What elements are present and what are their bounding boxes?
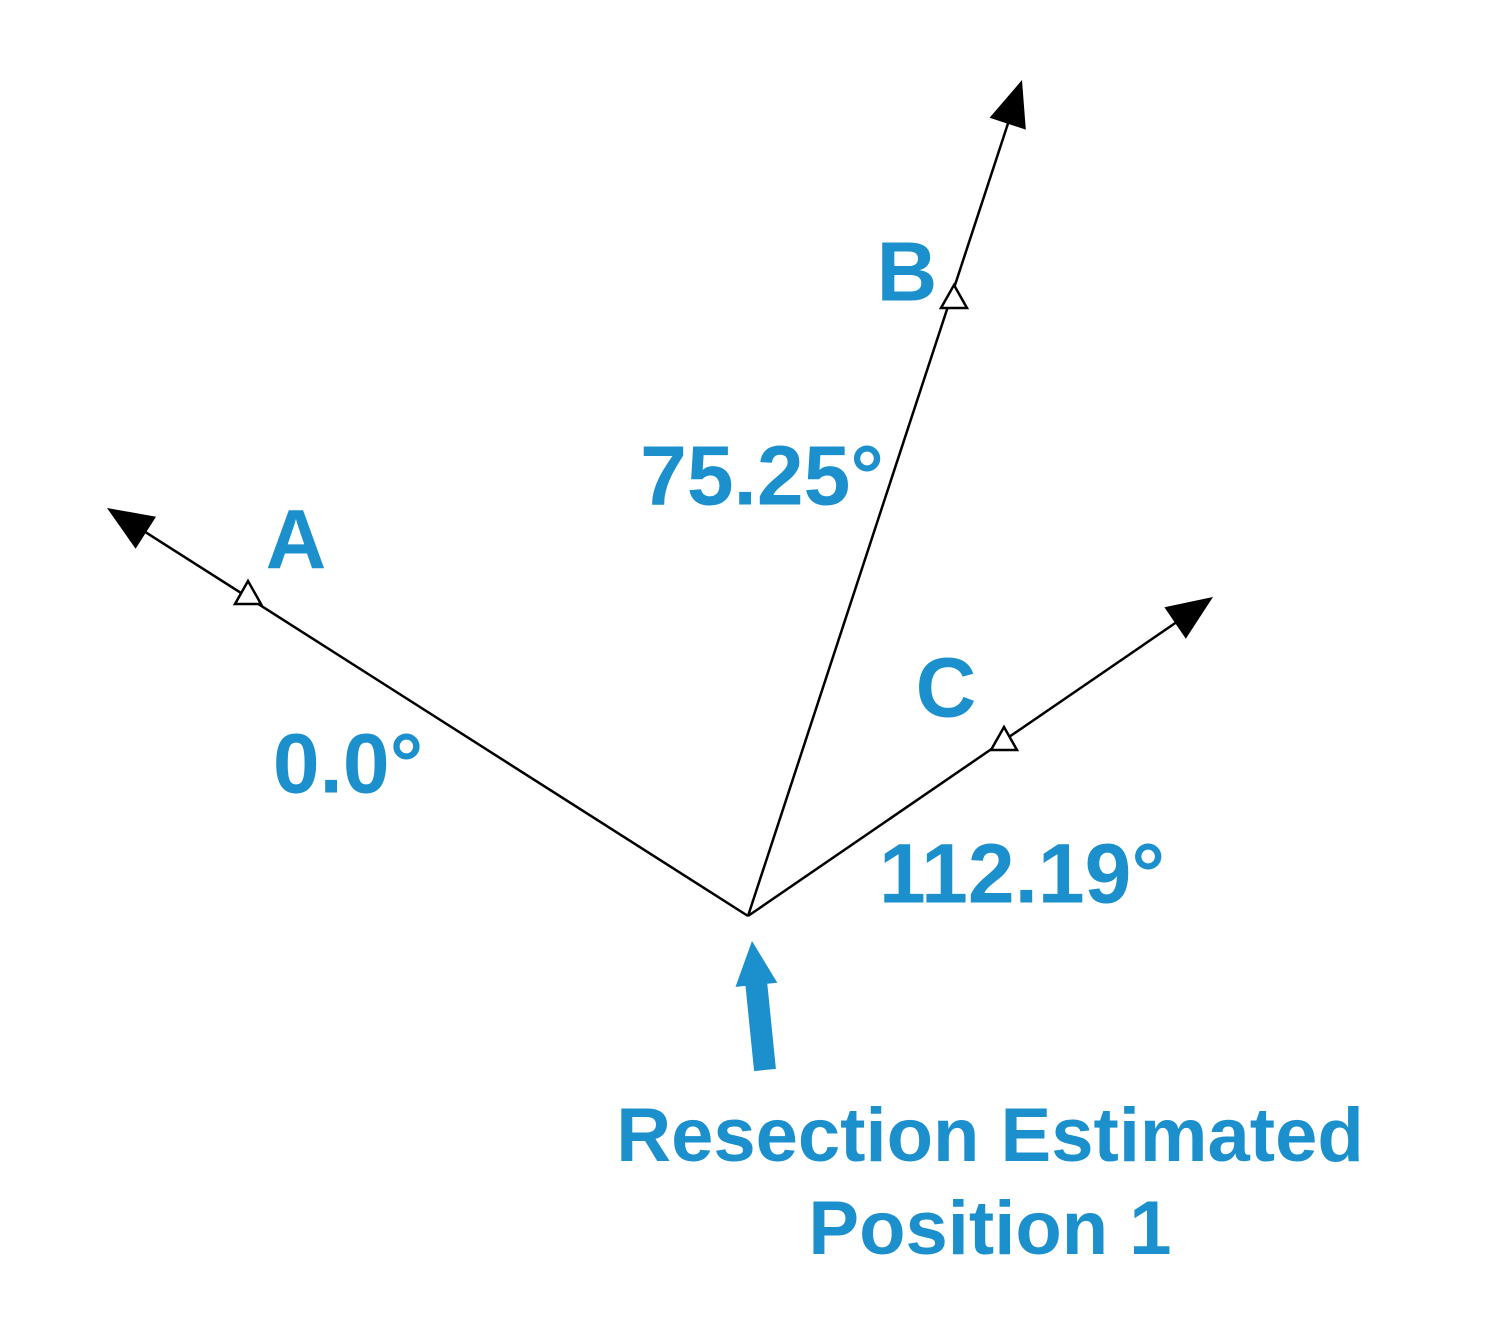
station-a-label: A — [265, 492, 327, 587]
station-b-label: B — [876, 224, 938, 319]
station-c-open-triangle-marker-icon — [988, 724, 1020, 752]
ray-c-arrowhead-icon — [1164, 597, 1213, 639]
bearing-b-value: 75.25° — [640, 428, 884, 523]
ray-a-arrowhead-icon — [107, 508, 156, 549]
bearing-c-value: 112.19° — [879, 826, 1165, 921]
origin-caption: Resection Estimated Position 1 — [616, 1089, 1364, 1275]
origin-caption-line-2: Position 1 — [808, 1186, 1172, 1271]
station-b-open-triangle-marker-icon — [938, 282, 970, 310]
origin-caption-line-1: Resection Estimated — [616, 1093, 1364, 1178]
ray-b-arrowhead-icon — [989, 80, 1026, 130]
bearing-a-value: 0.0° — [272, 716, 424, 811]
ray-a-line — [116, 512, 749, 918]
up-arrow-icon — [735, 941, 778, 1072]
ray-c-line — [747, 602, 1204, 918]
station-c-label: C — [915, 640, 977, 735]
ray-b-line — [746, 95, 1019, 917]
station-a-open-triangle-marker-icon — [232, 578, 264, 606]
